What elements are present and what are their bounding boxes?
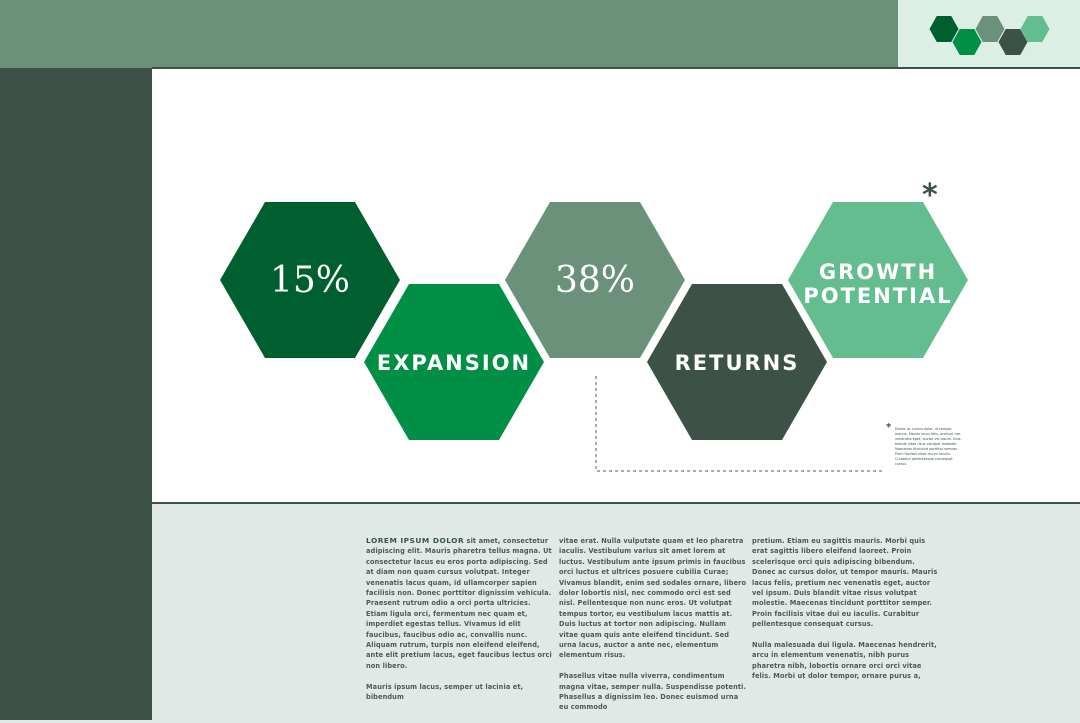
hexagon-3: 38% (505, 202, 685, 358)
paragraph: Nulla malesuada dui ligula. Maecenas hen… (752, 641, 937, 681)
asterisk-marker: * (922, 178, 938, 213)
hexagon-shape (647, 284, 827, 440)
hexagon-label: 15% (270, 260, 350, 301)
hexagon-4: RETURNS (647, 284, 827, 440)
hexagon-shape (505, 202, 685, 358)
logo-hexagon (1020, 16, 1050, 42)
logo (898, 0, 1080, 68)
paragraph: sit amet, consectetur adipiscing elit. M… (366, 537, 552, 670)
top-banner (0, 0, 898, 68)
hexagon-label: EXPANSION (377, 351, 531, 375)
hexagon-shape (364, 284, 544, 440)
paragraph: Phasellus vitae nulla viverra, condiment… (559, 672, 747, 712)
footnote-text: Donec ac cursus dolor, ut tempor mauris.… (895, 427, 961, 466)
hexagon-1: 15% (220, 202, 400, 358)
sidebar (0, 68, 152, 720)
dashed-connector (595, 376, 882, 472)
footnote-asterisk: * (886, 422, 892, 433)
hexagon-shape (788, 202, 968, 358)
hexagon-shape (220, 202, 400, 358)
lead-heading: LOREM IPSUM DOLOR (366, 536, 465, 545)
hexagon-label: RETURNS (675, 351, 800, 375)
paragraph: vitae erat. Nulla vulputate quam et leo … (559, 537, 747, 660)
logo-hexagon (998, 29, 1028, 55)
hexagon-label: POTENTIAL (803, 284, 952, 308)
paragraph: pretium. Etiam eu sagittis mauris. Morbi… (752, 537, 938, 629)
logo-hexagon (952, 29, 982, 55)
text-column-2: vitae erat. Nulla vulputate quam et leo … (559, 536, 747, 723)
paragraph: Mauris ipsum lacus, semper ut lacinia et… (366, 682, 524, 702)
logo-hexagon (975, 16, 1005, 42)
hexagon-2: EXPANSION (364, 284, 544, 440)
text-column-3: pretium. Etiam eu sagittis mauris. Morbi… (752, 536, 940, 692)
hexagon-label: 38% (555, 260, 635, 301)
hexagon-label: GROWTH (819, 260, 937, 284)
logo-hexagon (929, 16, 959, 42)
text-column-1: LOREM IPSUM DOLOR sit amet, consectetur … (366, 536, 554, 713)
hexagon-cluster-logo-icon (929, 16, 1050, 55)
